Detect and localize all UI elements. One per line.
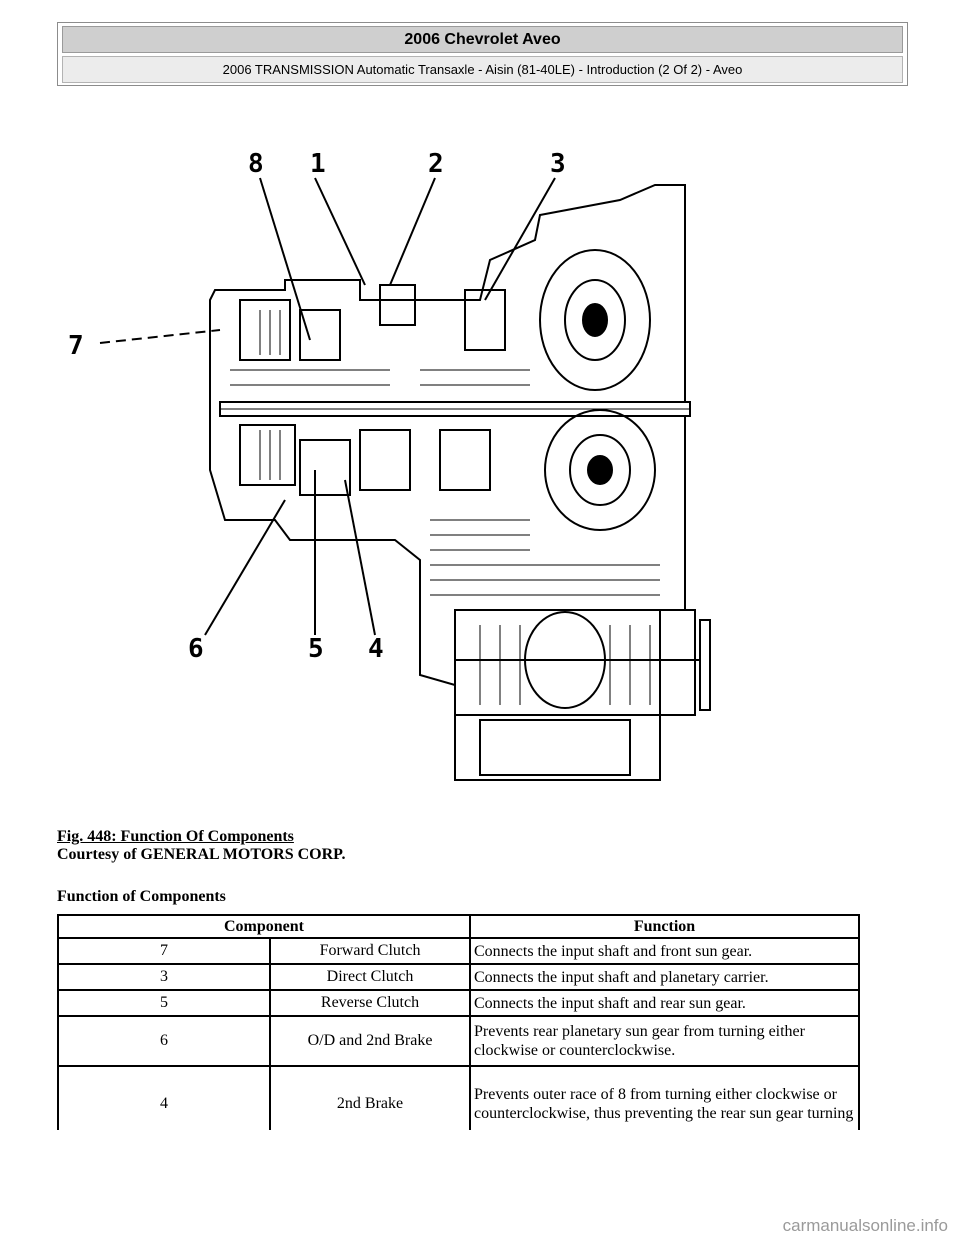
section-title: 2006 TRANSMISSION Automatic Transaxle - …: [62, 56, 903, 83]
leader-line-3: [484, 177, 556, 301]
figure-caption: Fig. 448: Function Of Components: [57, 828, 294, 845]
leader-line-1: [314, 177, 366, 286]
component-function: Prevents rear planetary sun gear from tu…: [469, 1015, 860, 1067]
component-function: Connects the input shaft and rear sun ge…: [469, 989, 860, 1017]
table-row: 3 Direct Clutch Connects the input shaft…: [57, 963, 860, 991]
callout-3: 3: [550, 149, 566, 179]
component-function: Connects the input shaft and planetary c…: [469, 963, 860, 991]
components-table: Component Function 7 Forward Clutch Conn…: [57, 914, 860, 1143]
table-row: 5 Reverse Clutch Connects the input shaf…: [57, 989, 860, 1017]
callout-6: 6: [188, 634, 204, 664]
transaxle-illustration: 8 1 2 3 7 6 5 4: [68, 149, 711, 781]
callout-7: 7: [68, 331, 84, 361]
component-name: Reverse Clutch: [269, 989, 471, 1017]
leader-line-7: [99, 329, 221, 344]
component-function: Connects the input shaft and front sun g…: [469, 937, 860, 965]
page-footer-mask: [0, 1130, 960, 1242]
page-header: 2006 Chevrolet Aveo 2006 TRANSMISSION Au…: [57, 22, 908, 86]
table-header-row: Component Function: [57, 914, 860, 939]
callout-5: 5: [308, 634, 324, 664]
component-number: 5: [57, 989, 271, 1017]
leader-line-2: [389, 177, 436, 286]
leader-line-6: [204, 499, 286, 636]
figure-courtesy: Courtesy of GENERAL MOTORS CORP.: [57, 846, 346, 863]
callout-8: 8: [248, 149, 264, 179]
header-function: Function: [469, 914, 860, 939]
component-name: O/D and 2nd Brake: [269, 1015, 471, 1067]
component-name: Forward Clutch: [269, 937, 471, 965]
leader-line-8: [259, 177, 311, 341]
table-row: 7 Forward Clutch Connects the input shaf…: [57, 937, 860, 965]
table-row: 6 O/D and 2nd Brake Prevents rear planet…: [57, 1015, 860, 1067]
component-number: 7: [57, 937, 271, 965]
watermark: carmanualsonline.info: [782, 1216, 948, 1235]
component-number: 6: [57, 1015, 271, 1067]
component-name: Direct Clutch: [269, 963, 471, 991]
callout-4: 4: [368, 634, 384, 664]
table-title: Function of Components: [57, 888, 226, 905]
component-number: 3: [57, 963, 271, 991]
callout-2: 2: [428, 149, 444, 179]
header-component: Component: [57, 914, 471, 939]
callout-1: 1: [310, 149, 326, 179]
vehicle-title: 2006 Chevrolet Aveo: [62, 26, 903, 53]
leader-line-4: [344, 479, 376, 636]
